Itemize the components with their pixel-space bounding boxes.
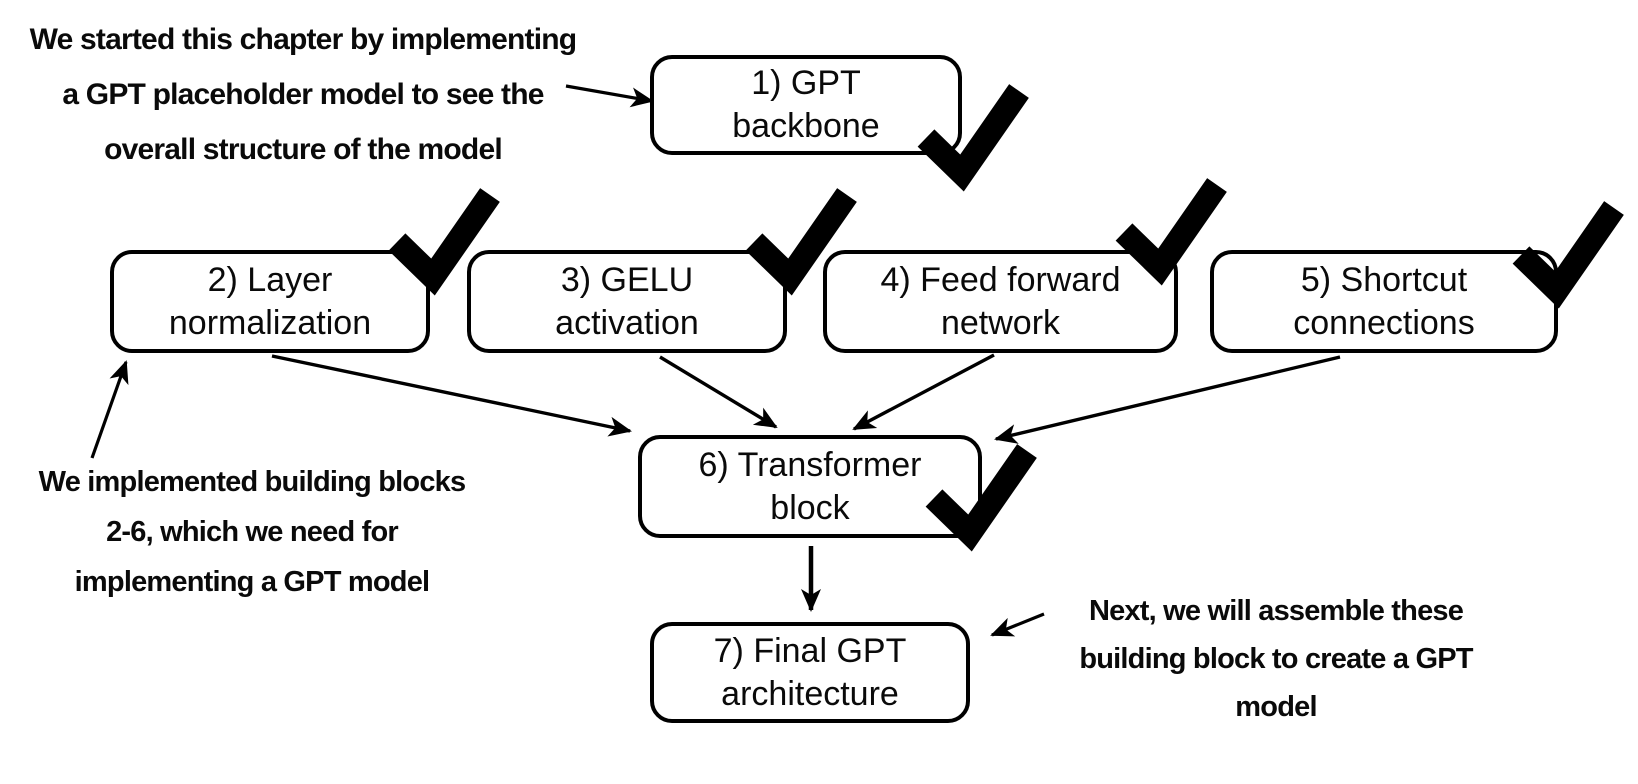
arrow-gelu-to-transformer	[659, 355, 778, 429]
node-feed-forward-network: 4) Feed forward network	[823, 250, 1178, 353]
arrow-layer-norm-to-transformer	[271, 354, 632, 437]
node-transformer-block-label: 6) Transformer block	[698, 445, 922, 527]
node-gelu-activation: 3) GELU activation	[467, 250, 787, 353]
arrow-shortcut-to-transformer	[994, 355, 1341, 444]
annotation-next-steps: Next, we will assemble these building bl…	[1079, 595, 1473, 723]
node-gpt-backbone-label: 1) GPT backbone	[732, 64, 880, 145]
annotation-building-blocks: We implemented building blocks 2-6, whic…	[38, 466, 466, 598]
node-shortcut-connections: 5) Shortcut connections	[1210, 250, 1558, 353]
annotation-chapter-intro: We started this chapter by implementing …	[29, 23, 578, 166]
arrow-note-to-layer-norm	[90, 360, 129, 459]
node-shortcut-connections-label: 5) Shortcut connections	[1293, 260, 1475, 342]
node-layer-normalization-label: 2) Layer normalization	[168, 260, 372, 342]
arrow-feed-forward-to-transformer	[852, 353, 995, 431]
node-gpt-backbone: 1) GPT backbone	[650, 55, 962, 155]
node-final-gpt-architecture-label: 7) Final GPT architecture	[713, 631, 907, 713]
arrow-note-to-final-gpt	[990, 612, 1045, 637]
node-gelu-activation-label: 3) GELU activation	[555, 260, 699, 342]
node-layer-normalization: 2) Layer normalization	[110, 250, 430, 353]
node-transformer-block: 6) Transformer block	[638, 435, 982, 538]
node-final-gpt-architecture: 7) Final GPT architecture	[650, 622, 970, 723]
node-feed-forward-network-label: 4) Feed forward network	[880, 260, 1121, 342]
